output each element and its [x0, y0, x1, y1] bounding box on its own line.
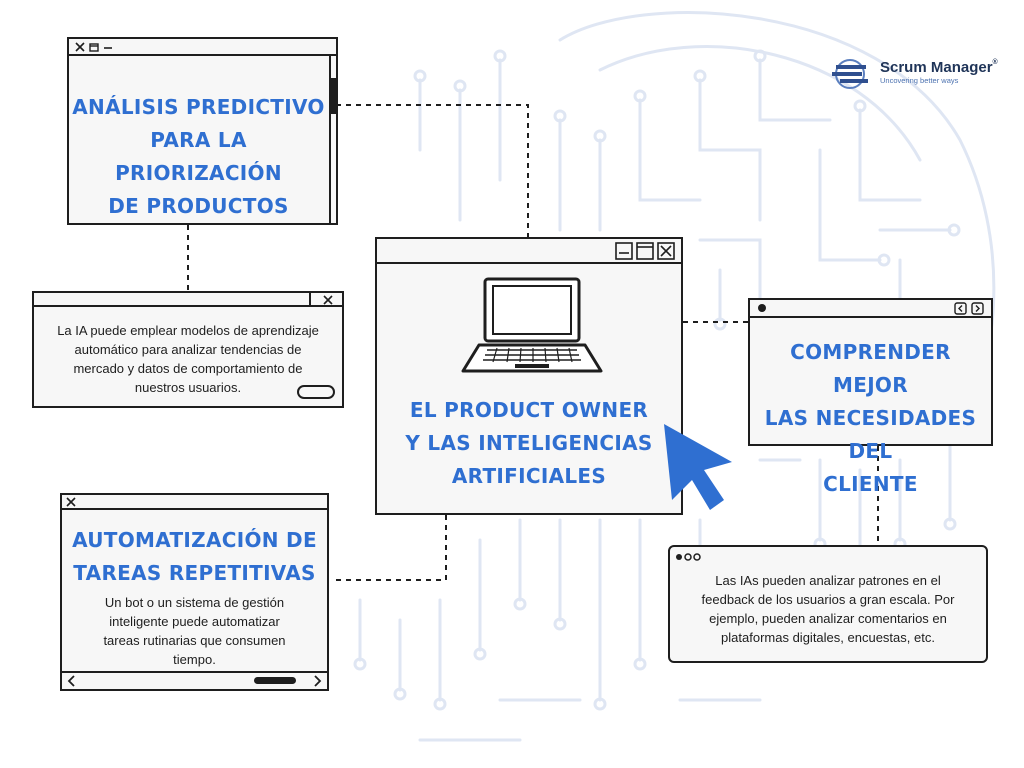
customer-title: COMPRENDER MEJOR LAS NECESIDADES DEL CLI…: [764, 340, 977, 496]
laptop-icon: [461, 277, 603, 373]
close-icon[interactable]: [65, 496, 77, 508]
minimize-icon[interactable]: [615, 242, 633, 260]
predictive-analysis-window: ANÁLISIS PREDICTIVO PARA LA PRIORIZACIÓN…: [67, 37, 338, 225]
predictive-description-window: La IA puede emplear modelos de aprendiza…: [32, 291, 344, 408]
center-title: EL PRODUCT OWNER Y LAS INTELIGENCIAS ART…: [405, 398, 653, 488]
predictive-description: La IA puede emplear modelos de aprendiza…: [57, 323, 319, 395]
automation-window: AUTOMATIZACIÓN DE TAREAS REPETITIVAS Un …: [60, 493, 329, 691]
customer-needs-window: COMPRENDER MEJOR LAS NECESIDADES DEL CLI…: [748, 298, 993, 496]
close-icon[interactable]: [322, 294, 334, 306]
connector-center-automation: [331, 515, 447, 581]
vertical-scrollbar[interactable]: [329, 56, 336, 223]
maximize-icon[interactable]: [636, 242, 654, 260]
window-dots-icon: [676, 553, 701, 561]
close-icon[interactable]: [657, 242, 675, 260]
customer-description-window: Las IAs pueden analizar patrones en el f…: [668, 545, 988, 663]
scrollbar-thumb[interactable]: [254, 677, 296, 684]
minimize-icon[interactable]: [102, 41, 114, 53]
brand-mark-icon: [832, 59, 868, 89]
scroll-right-icon[interactable]: [311, 674, 323, 688]
brand-tagline: Uncovering better ways: [880, 76, 959, 85]
window-titlebar: [62, 495, 327, 510]
customer-description: Las IAs pueden analizar patrones en el f…: [701, 573, 955, 645]
scrollbar-thumb[interactable]: [331, 78, 336, 114]
center-window: EL PRODUCT OWNER Y LAS INTELIGENCIAS ART…: [375, 237, 683, 515]
predictive-title: ANÁLISIS PREDICTIVO PARA LA PRIORIZACIÓN…: [72, 95, 325, 218]
forward-arrow-icon[interactable]: [971, 302, 984, 315]
ok-button[interactable]: [297, 385, 335, 399]
automation-title: AUTOMATIZACIÓN DE TAREAS REPETITIVAS: [72, 528, 317, 585]
connector-predictive-center: [336, 104, 529, 237]
brand-logo: Scrum Manager® Uncovering better ways: [832, 56, 998, 92]
brand-name: Scrum Manager®: [880, 59, 998, 76]
window-titlebar: [750, 300, 991, 318]
window-dot-icon: [758, 304, 766, 312]
window-titlebar: [34, 293, 342, 307]
close-icon[interactable]: [74, 41, 86, 53]
window-titlebar: [377, 239, 681, 264]
automation-description: Un bot o un sistema de gestión inteligen…: [103, 595, 286, 667]
window-titlebar: [69, 39, 336, 56]
cursor-arrow-icon: [664, 424, 732, 510]
window-left-divider: [309, 293, 311, 307]
restore-icon[interactable]: [88, 41, 100, 53]
horizontal-scrollbar[interactable]: [62, 671, 327, 689]
back-arrow-icon[interactable]: [954, 302, 967, 315]
scroll-left-icon[interactable]: [66, 674, 78, 688]
